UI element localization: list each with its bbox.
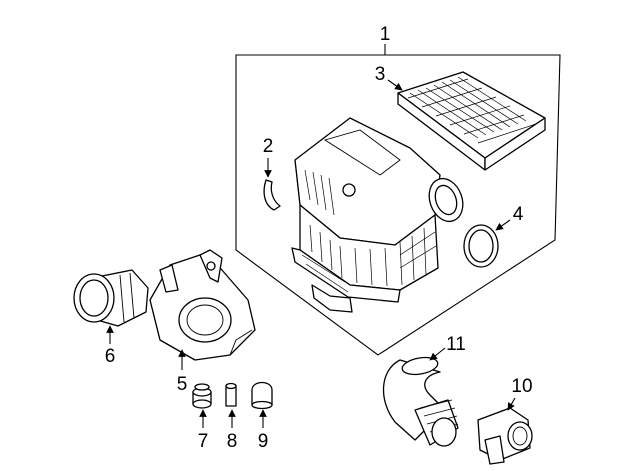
callout-3: 3 [375, 64, 403, 91]
cap [251, 381, 273, 410]
callout-10: 10 [507, 376, 533, 411]
grommet [192, 383, 212, 409]
svg-text:6: 6 [105, 346, 116, 367]
svg-text:3: 3 [375, 64, 386, 85]
outlet-hose [382, 356, 459, 447]
svg-text:1: 1 [380, 24, 391, 45]
callout-8: 8 [227, 409, 238, 452]
callout-9: 9 [258, 409, 269, 452]
assembly-boundary [235, 54, 561, 356]
svg-text:8: 8 [227, 431, 238, 452]
spacer [225, 382, 237, 407]
svg-text:2: 2 [263, 136, 274, 157]
callout-2: 2 [263, 136, 274, 178]
svg-text:4: 4 [513, 204, 524, 225]
callout-11: 11 [429, 334, 466, 361]
svg-text:7: 7 [198, 431, 209, 452]
seal-ring [463, 224, 499, 268]
svg-text:5: 5 [177, 374, 188, 395]
svg-text:9: 9 [258, 431, 269, 452]
intake-coupler [73, 269, 149, 327]
air-cleaner-housing [291, 117, 464, 313]
callout-7: 7 [198, 409, 209, 452]
clip [263, 179, 281, 211]
callout-4: 4 [495, 204, 524, 231]
callout-5: 5 [177, 349, 188, 395]
air-filter-element [397, 71, 546, 171]
air-flow-sensor [477, 407, 533, 465]
callout-6: 6 [105, 325, 116, 367]
svg-text:11: 11 [446, 334, 466, 355]
lower-housing [149, 249, 256, 361]
svg-text:10: 10 [511, 376, 532, 397]
callout-1: 1 [380, 24, 391, 55]
